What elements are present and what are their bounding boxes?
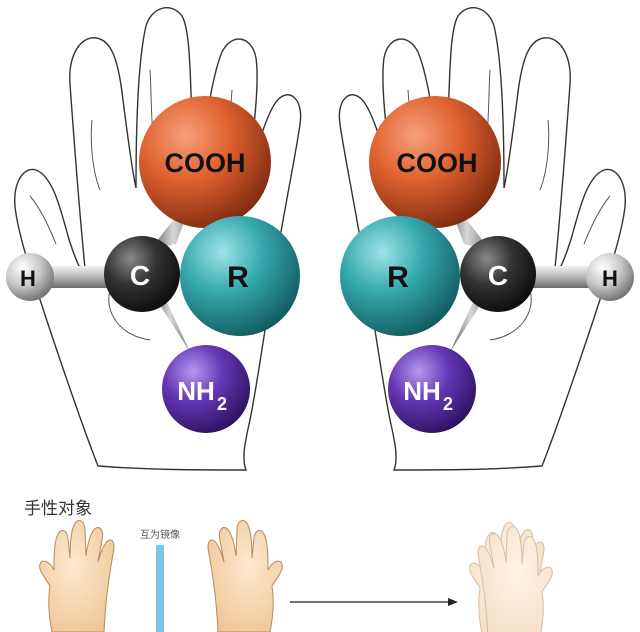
chiral-objects-title: 手性对象 xyxy=(24,499,92,519)
right-r-atom xyxy=(340,216,460,336)
left-molecule: COOH H C R NH 2 xyxy=(6,96,300,433)
small-hand-left xyxy=(39,519,115,632)
right-cooh-atom xyxy=(369,96,501,228)
left-h-atom xyxy=(6,253,54,301)
left-nh2-label: NH xyxy=(177,376,215,406)
left-h-label: H xyxy=(20,266,36,291)
left-c-atom xyxy=(104,236,180,312)
left-r-atom xyxy=(180,216,300,336)
mirror-image-label: 互为镜像 xyxy=(140,528,180,541)
left-c-label: C xyxy=(130,260,150,291)
left-cooh-label: COOH xyxy=(165,148,246,178)
right-c-atom xyxy=(460,236,536,312)
right-nh2-atom xyxy=(388,345,476,433)
right-c-label: C xyxy=(488,260,508,291)
right-r-label: R xyxy=(387,261,409,294)
left-r-label: R xyxy=(227,261,249,294)
right-nh2-label: NH xyxy=(403,376,441,406)
right-h-label: H xyxy=(602,266,618,291)
right-h-atom xyxy=(586,253,634,301)
mirror-bar xyxy=(156,545,164,632)
right-molecule: COOH H C R NH 2 xyxy=(340,96,634,433)
left-nh2-atom xyxy=(162,345,250,433)
right-nh2-subscript: 2 xyxy=(443,394,453,414)
overlapping-hands xyxy=(469,521,553,632)
arrow-head xyxy=(448,598,458,606)
left-nh2-subscript: 2 xyxy=(217,394,227,414)
small-hand-right xyxy=(207,519,283,632)
right-cooh-label: COOH xyxy=(397,148,478,178)
left-cooh-atom xyxy=(139,96,271,228)
